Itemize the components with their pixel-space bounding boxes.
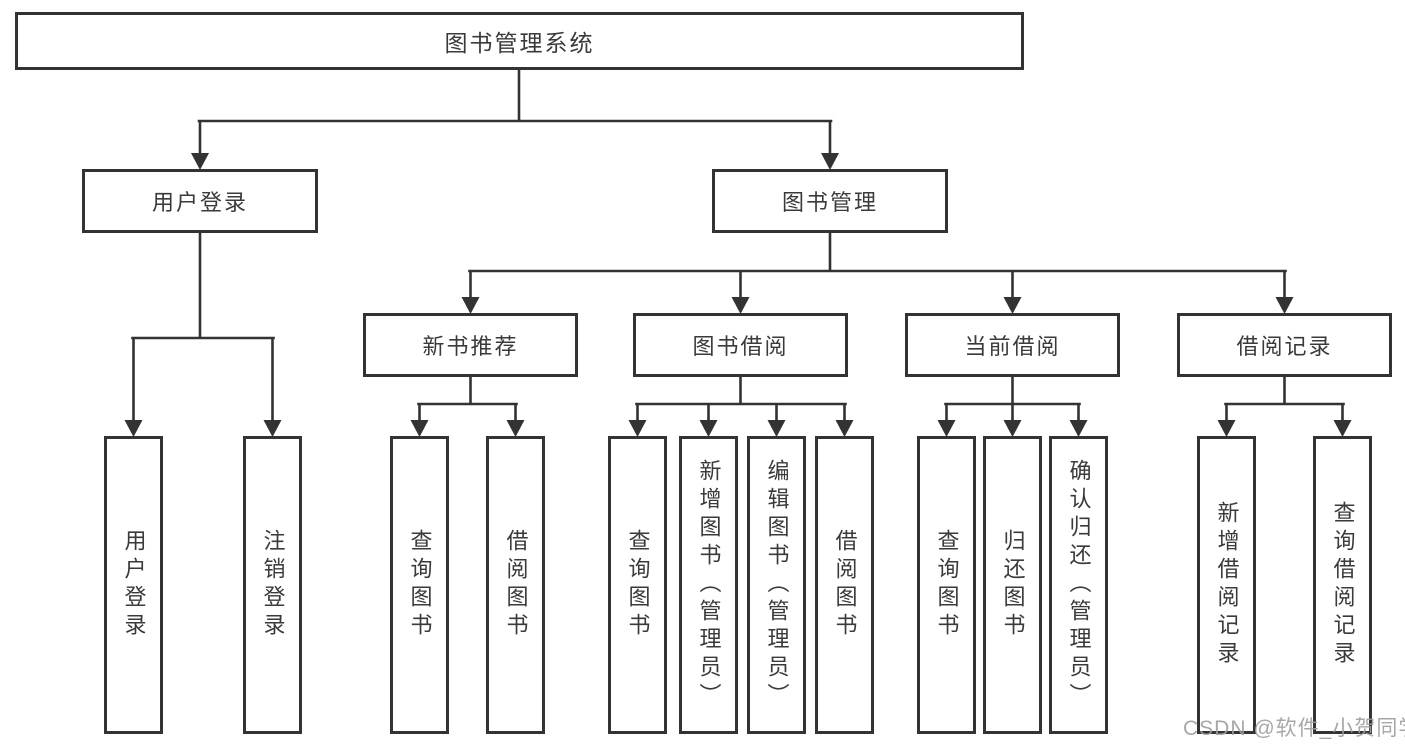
book-borrow-branch-line [635, 374, 847, 423]
node-new-book-recommend: 新书推荐 [363, 313, 578, 377]
current-borrow-branch-line [944, 374, 1081, 423]
leaf-label: 归还图书 [1000, 529, 1026, 641]
leaf-query-borrow-record: 查询借阅记录 [1313, 436, 1372, 734]
node-book-borrow: 图书借阅 [633, 313, 848, 377]
borrow-records-branch-line [1224, 374, 1345, 423]
leaf-borrow-books-recommend: 借阅图书 [486, 436, 545, 734]
leaf-label: 查询图书 [407, 529, 433, 641]
leaf-label: 新增图书（管理员） [696, 459, 722, 711]
root-branch-line [197, 67, 833, 158]
node-borrow-records: 借阅记录 [1177, 313, 1392, 377]
leaf-confirm-return-admin: 确认归还（管理员） [1049, 436, 1108, 734]
connector-paths [131, 67, 1345, 423]
arrow-icon [263, 420, 282, 437]
leaf-label: 新增借阅记录 [1214, 501, 1240, 669]
leaf-query-books-borrow: 查询图书 [608, 436, 667, 734]
arrow-icon [767, 420, 786, 437]
arrowheads [124, 153, 1352, 437]
csdn-watermark: CSDN @软件_小贺同学 [1183, 717, 1405, 740]
arrow-icon [731, 297, 750, 314]
arrow-icon [461, 297, 480, 314]
arrow-icon [1217, 420, 1236, 437]
arrow-icon [937, 420, 956, 437]
leaf-query-books-current: 查询图书 [917, 436, 976, 734]
node-book-management: 图书管理 [712, 169, 948, 233]
arrow-icon [1003, 297, 1022, 314]
leaf-add-books-admin: 新增图书（管理员） [679, 436, 738, 734]
new-book-branch-line [417, 374, 518, 423]
arrow-icon [506, 420, 525, 437]
arrow-icon [1275, 297, 1294, 314]
arrow-icon [1003, 420, 1022, 437]
arrow-icon [628, 420, 647, 437]
arrow-icon [410, 420, 429, 437]
arrow-icon [821, 153, 839, 170]
leaf-return-books: 归还图书 [983, 436, 1042, 734]
leaf-edit-books-admin: 编辑图书（管理员） [747, 436, 806, 734]
node-user-login: 用户登录 [82, 169, 318, 233]
arrow-icon [124, 420, 143, 437]
leaf-label: 借阅图书 [503, 529, 529, 641]
leaf-label: 确认归还（管理员） [1066, 459, 1092, 711]
leaf-add-borrow-record: 新增借阅记录 [1197, 436, 1256, 734]
arrow-icon [835, 420, 854, 437]
arrow-icon [699, 420, 718, 437]
leaf-label: 用户登录 [121, 529, 147, 641]
leaf-query-books-recommend: 查询图书 [390, 436, 449, 734]
leaf-label: 编辑图书（管理员） [764, 459, 790, 711]
leaf-label: 查询图书 [934, 529, 960, 641]
arrow-icon [191, 153, 209, 170]
leaf-logout: 注销登录 [243, 436, 302, 734]
user-login-branch-line [131, 230, 275, 423]
arrow-icon [1333, 420, 1352, 437]
node-current-borrow: 当前借阅 [905, 313, 1120, 377]
leaf-label: 查询借阅记录 [1330, 501, 1356, 669]
leaf-label: 注销登录 [260, 529, 286, 641]
leaf-label: 借阅图书 [832, 529, 858, 641]
book-mgmt-branch-line [468, 230, 1287, 300]
leaf-user-login: 用户登录 [104, 436, 163, 734]
leaf-label: 查询图书 [625, 529, 651, 641]
arrow-icon [1069, 420, 1088, 437]
leaf-borrow-books: 借阅图书 [815, 436, 874, 734]
node-root-system: 图书管理系统 [15, 12, 1024, 70]
